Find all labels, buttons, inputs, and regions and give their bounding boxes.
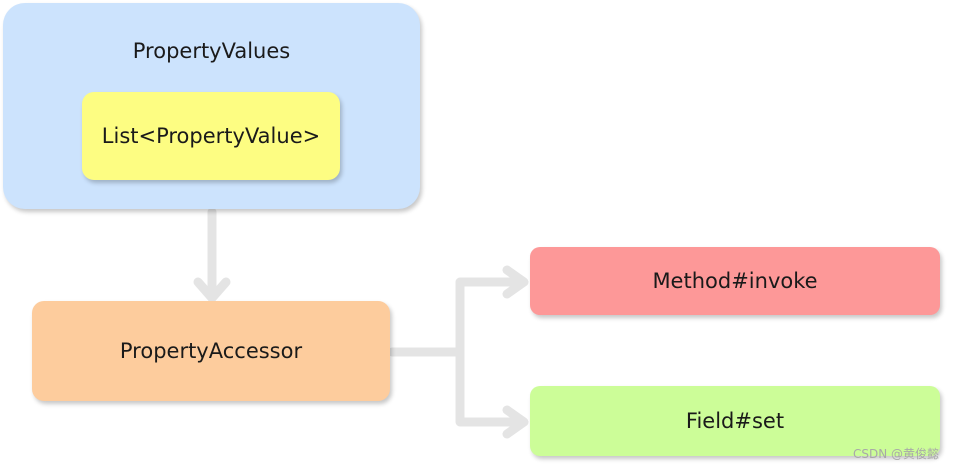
- property-accessor-label: PropertyAccessor: [119, 339, 303, 363]
- watermark: CSDN @黄俊懿: [852, 447, 939, 461]
- method-invoke-node: Method#invoke: [530, 247, 940, 315]
- field-set-label: Field#set: [685, 409, 785, 433]
- property-accessor-node: PropertyAccessor: [32, 301, 390, 401]
- edge-accessor-to-field: [455, 347, 529, 439]
- list-property-value-node: List<PropertyValue>: [82, 92, 340, 180]
- edge-accessor-to-method: [387, 265, 529, 357]
- edge-values-to-accessor: [193, 207, 231, 303]
- property-values-label: PropertyValues: [132, 39, 291, 63]
- field-set-node: Field#set: [530, 386, 940, 456]
- list-property-value-label: List<PropertyValue>: [101, 124, 321, 148]
- method-invoke-label: Method#invoke: [652, 269, 818, 293]
